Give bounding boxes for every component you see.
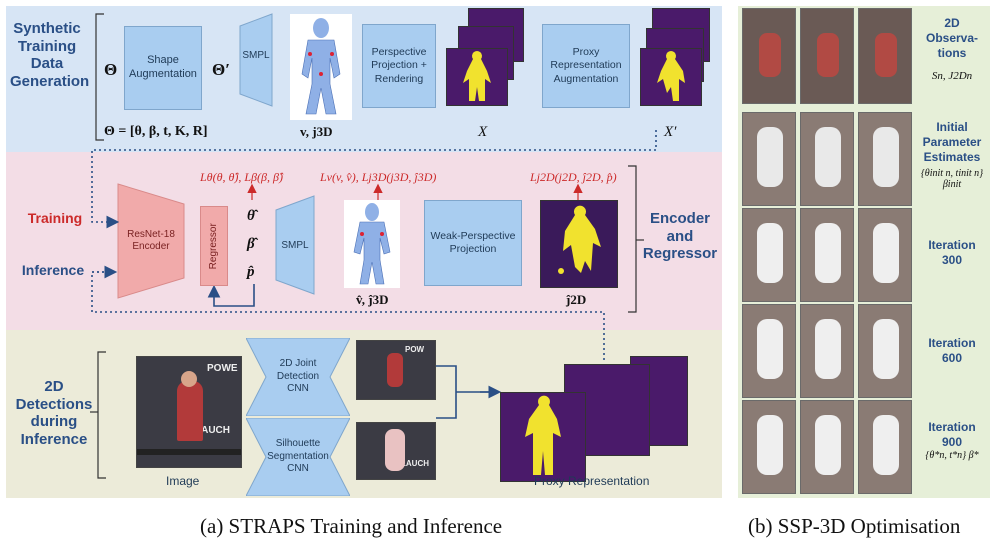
- loss-pose-shape: Lθ(θ, θ̂), Lβ(β, β̂): [200, 170, 283, 184]
- silhouette-cnn-block: Silhouette Segmentation CNN: [246, 418, 350, 496]
- regressor-loop: [207, 284, 255, 307]
- mesh-figure-mid: [344, 200, 400, 288]
- x-label: X: [478, 124, 488, 140]
- right-sub-observations: Sn, J2Dn: [931, 70, 973, 82]
- training-label: Training: [27, 210, 83, 226]
- p-hat: p̂: [247, 264, 255, 280]
- silhouette-lauch-text: LAUCH: [401, 459, 429, 468]
- right-label-initial: Initial Parameter Estimates: [922, 120, 982, 164]
- perspective-projection-box: Perspective Projection + Rendering: [362, 24, 436, 108]
- shape-augmentation-box: Shape Augmentation: [124, 26, 202, 110]
- caption-a: (a) STRAPS Training and Inference: [200, 514, 503, 538]
- right-sub-initial: {θinit n, tinit n} βinit: [920, 168, 984, 190]
- verts-hat-label: v̂, ĵ3D: [356, 292, 389, 307]
- detections-title: 2D Detections during Inference: [15, 378, 93, 449]
- proxy-caption: Proxy Representation: [534, 474, 650, 488]
- silhouette-stack-x: [446, 8, 526, 106]
- right-label-iter900: Iteration 900: [928, 420, 976, 449]
- smpl-trapezoid-top: [239, 13, 273, 107]
- theta-definition: Θ = [θ, β, t, K, R]: [104, 124, 208, 139]
- inference-dotted: [91, 271, 605, 360]
- mesh-figure-top: [290, 14, 352, 120]
- caption-b: (b) SSP-3D Optimisation: [748, 514, 961, 538]
- smpl-trapezoid-mid: [275, 195, 315, 295]
- smpl-label-mid: SMPL: [281, 239, 309, 251]
- theta-symbol: Θ: [104, 60, 118, 79]
- proxy-stack: [500, 356, 690, 486]
- beta-hat: β̂: [247, 236, 255, 252]
- silhouette-cnn-label: Silhouette Segmentation CNN: [267, 438, 329, 475]
- right-sub-iter900: {θ*n, t*n} β*: [925, 450, 979, 461]
- smpl-label-top: SMPL: [242, 49, 270, 61]
- verts-label-top: v, j3D: [300, 124, 333, 139]
- right-label-iter300: Iteration 300: [928, 238, 976, 267]
- synthetic-title: Synthetic Training Data Generation: [10, 20, 90, 91]
- joint-heatmap: [540, 200, 618, 288]
- bracket-synthetic: [95, 13, 104, 141]
- weak-perspective-box: Weak-Perspective Projection: [424, 200, 522, 286]
- joint-detection-image: POW: [356, 340, 436, 400]
- regressor-box: Regressor: [200, 206, 228, 286]
- image-lauch-text: LAUCH: [195, 425, 230, 436]
- right-label-iter600: Iteration 600: [928, 336, 976, 365]
- right-label-observations: 2D Observa-tions: [925, 16, 979, 60]
- joint-cnn-block: 2D Joint Detection CNN: [246, 338, 350, 416]
- regressor-label: Regressor: [207, 222, 219, 270]
- input-image: POWE LAUCH: [136, 356, 242, 468]
- xprime-label: X′: [664, 124, 677, 140]
- silhouette-stack-xprime: [640, 8, 720, 106]
- loss-verts: Lv(v, v̂), Lj3D(j3D, ĵ3D): [320, 170, 437, 184]
- image-caption: Image: [166, 474, 200, 488]
- encoder-regressor-title: Encoder and Regressor: [642, 210, 718, 263]
- theta-prime-symbol: Θ′: [212, 60, 231, 79]
- joint-cnn-label: 2D Joint Detection CNN: [276, 358, 320, 395]
- loss-j2d: Lj2D(j2D, ĵ2D, p̂): [530, 170, 617, 184]
- bracket-detections: [97, 351, 106, 479]
- resnet-trapezoid: [117, 183, 185, 299]
- silhouette-image: LAUCH: [356, 422, 436, 480]
- inference-label: Inference: [21, 262, 85, 278]
- image-grid: [742, 8, 916, 498]
- theta-hat: θ̂: [247, 208, 255, 224]
- joint-pow-text: POW: [405, 345, 425, 354]
- bracket-encoder: [628, 165, 637, 313]
- proxy-augmentation-box: Proxy Representation Augmentation: [542, 24, 630, 108]
- image-powe-text: POWE: [207, 363, 238, 374]
- resnet-label: ResNet-18 Encoder: [127, 228, 175, 253]
- j2d-hat-label: ĵ2D: [566, 292, 587, 307]
